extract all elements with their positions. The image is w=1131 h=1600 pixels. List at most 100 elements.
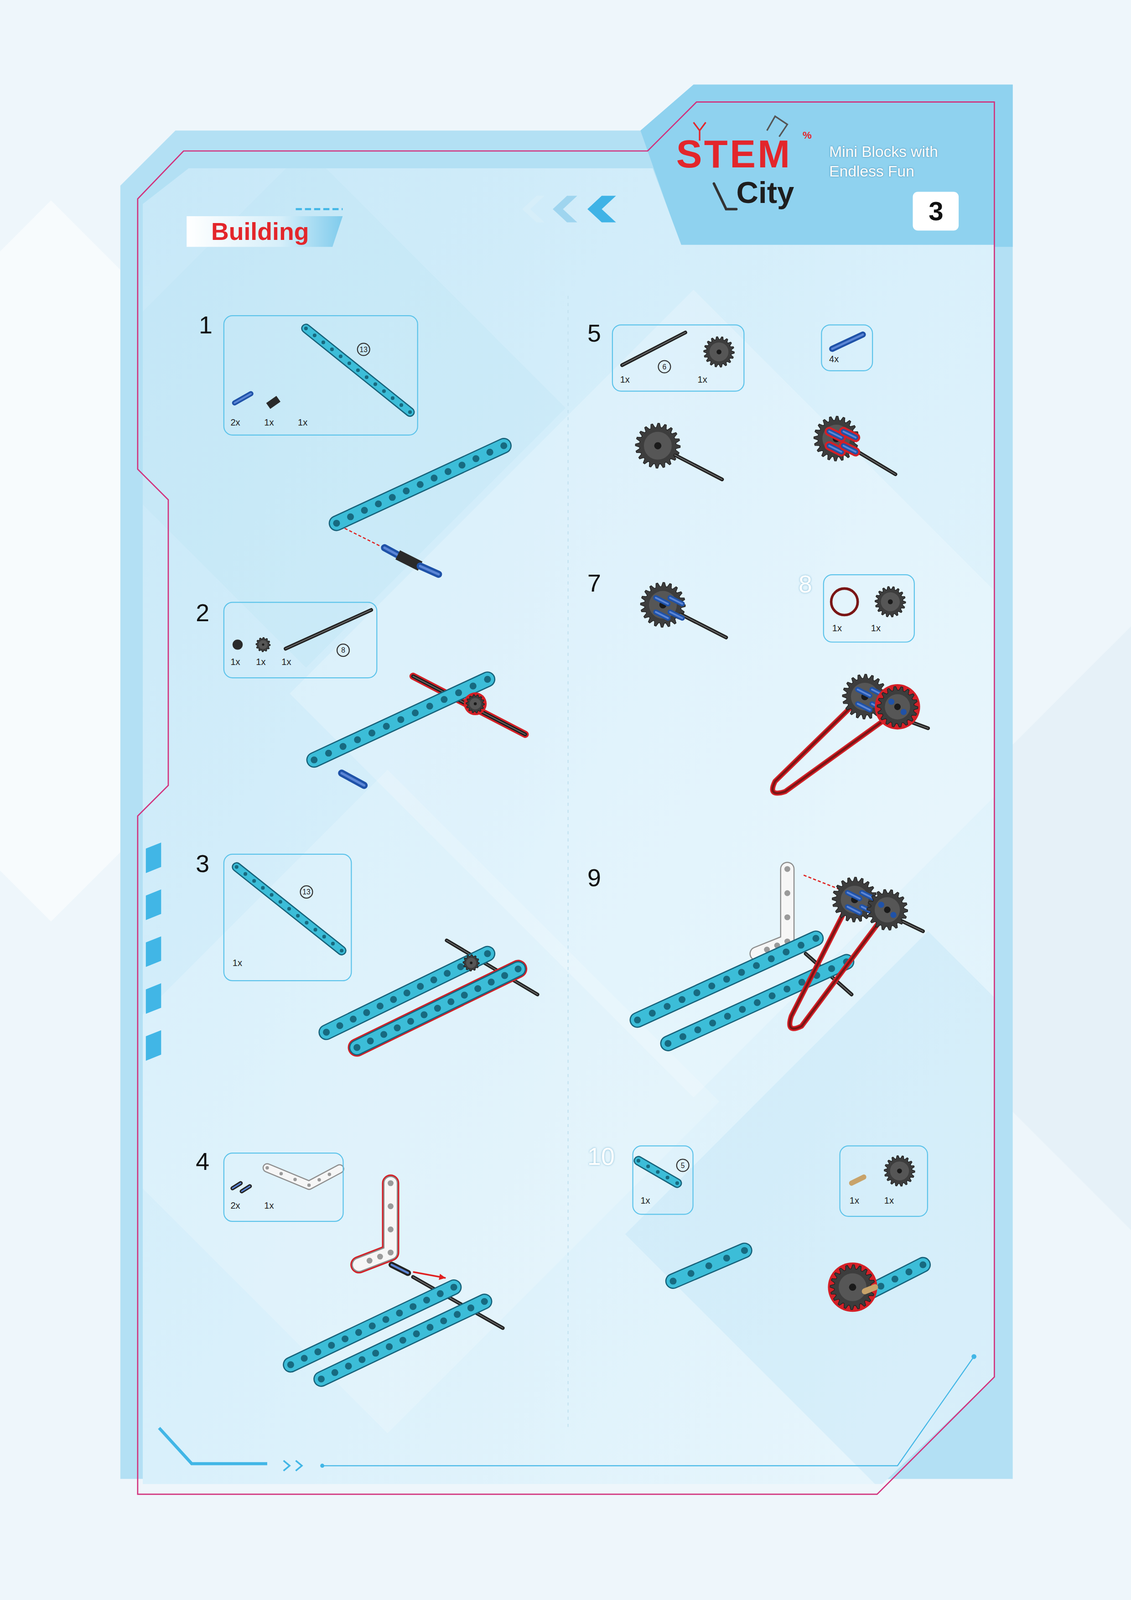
beam-hole — [353, 1043, 361, 1051]
beam-hole — [905, 1268, 913, 1276]
gear-hole — [716, 349, 722, 355]
beam-body — [638, 1160, 678, 1183]
gear-hub — [880, 592, 900, 612]
gear-hub — [884, 694, 910, 720]
pin-shine — [341, 773, 364, 786]
highlight-outline — [843, 431, 856, 438]
corner-chevron — [295, 1460, 302, 1471]
beam-hole — [317, 1177, 322, 1182]
angle-beam — [358, 1180, 394, 1265]
axle-shine — [678, 612, 727, 638]
axle-shine — [285, 609, 372, 649]
corner-dot — [320, 1463, 325, 1468]
beam-hole — [341, 1335, 349, 1343]
pin-shine — [241, 1186, 250, 1192]
beam-hole — [723, 1254, 731, 1262]
pin-body — [391, 1264, 409, 1273]
beam-hole — [430, 474, 438, 482]
side-dash — [145, 983, 162, 1014]
beam-hole — [767, 955, 775, 963]
parts-box: 1x1x — [823, 574, 915, 643]
beam-hole — [407, 1017, 415, 1025]
gear-hole — [894, 703, 901, 711]
pin-body — [669, 597, 683, 604]
corner-line — [322, 1356, 975, 1466]
axle — [622, 332, 686, 366]
beam-hole — [636, 1158, 641, 1163]
beam-edge — [306, 328, 410, 412]
pin — [843, 431, 856, 438]
gear — [884, 1155, 915, 1187]
pin-body — [847, 892, 860, 899]
beam-hole — [373, 382, 378, 386]
beam-hole — [325, 749, 333, 757]
gear-teeth — [830, 1264, 875, 1310]
gear-teeth — [876, 686, 918, 727]
gear-hub — [258, 640, 268, 649]
beam-hole — [753, 999, 761, 1007]
beam-hole — [694, 1026, 701, 1033]
beam-edge — [267, 1167, 340, 1186]
angle-beam — [265, 1166, 340, 1188]
pin-body — [234, 393, 251, 403]
beam-hole — [312, 333, 317, 338]
beam-body — [290, 1286, 454, 1365]
gear-hole — [897, 1168, 903, 1174]
gear-hub — [643, 431, 672, 460]
highlight-outline — [843, 445, 856, 452]
connector-part — [851, 1177, 864, 1183]
beam-hole — [368, 729, 376, 737]
beam-hole — [434, 1004, 441, 1012]
beam-hole — [234, 865, 239, 869]
beam-hole — [487, 978, 495, 986]
highlight-outline — [358, 1182, 391, 1265]
pin-shine — [234, 393, 251, 403]
pin-body — [843, 445, 856, 452]
beam-hole — [349, 1015, 357, 1023]
beam-hole — [387, 1180, 394, 1187]
logo-mark: % — [802, 129, 812, 141]
beam-hole — [812, 934, 820, 942]
beam-hole — [679, 1032, 687, 1040]
connector-part — [864, 1286, 875, 1292]
beam-hole — [382, 1315, 390, 1323]
beam-hole — [664, 1039, 672, 1047]
beam-hole — [322, 934, 327, 939]
beam-hole — [307, 1183, 312, 1188]
gear-teeth — [875, 586, 906, 618]
part-count: 1x — [230, 657, 240, 668]
beam-edge — [358, 1182, 391, 1265]
beam-hole — [390, 396, 395, 400]
logo-arm — [713, 183, 737, 210]
beam-hole — [314, 1348, 322, 1355]
axle-body — [678, 612, 727, 638]
corner-chevron — [283, 1460, 290, 1471]
beam-hole — [252, 878, 256, 883]
liftarm-beam — [304, 326, 412, 415]
beam-edge — [357, 968, 519, 1048]
liftarm-beam — [234, 865, 344, 953]
beam-body — [314, 679, 488, 760]
beam-hole — [420, 1011, 428, 1018]
axle — [285, 609, 372, 649]
hub-pin — [877, 901, 884, 908]
tagline: Mini Blocks with Endless Fun — [829, 141, 981, 181]
page-number-box: 3 — [912, 191, 959, 231]
beam-hole — [278, 899, 283, 904]
side-dash — [145, 889, 162, 920]
beam-hole — [279, 1171, 284, 1176]
bushing — [397, 555, 421, 567]
beam-hole — [265, 1166, 270, 1170]
part-count: 1x — [832, 624, 842, 635]
beam-hole — [347, 361, 352, 365]
part-count: 2x — [230, 418, 240, 429]
beam-hole — [416, 982, 424, 990]
pin-body — [241, 1186, 250, 1192]
beam-hole — [481, 1297, 488, 1305]
beam-body — [637, 938, 816, 1020]
part-count: 1x — [232, 958, 243, 969]
pin-shine — [669, 612, 683, 618]
axle-shine — [854, 449, 896, 475]
beam-hole — [469, 682, 477, 690]
beam-hole — [633, 1016, 641, 1024]
